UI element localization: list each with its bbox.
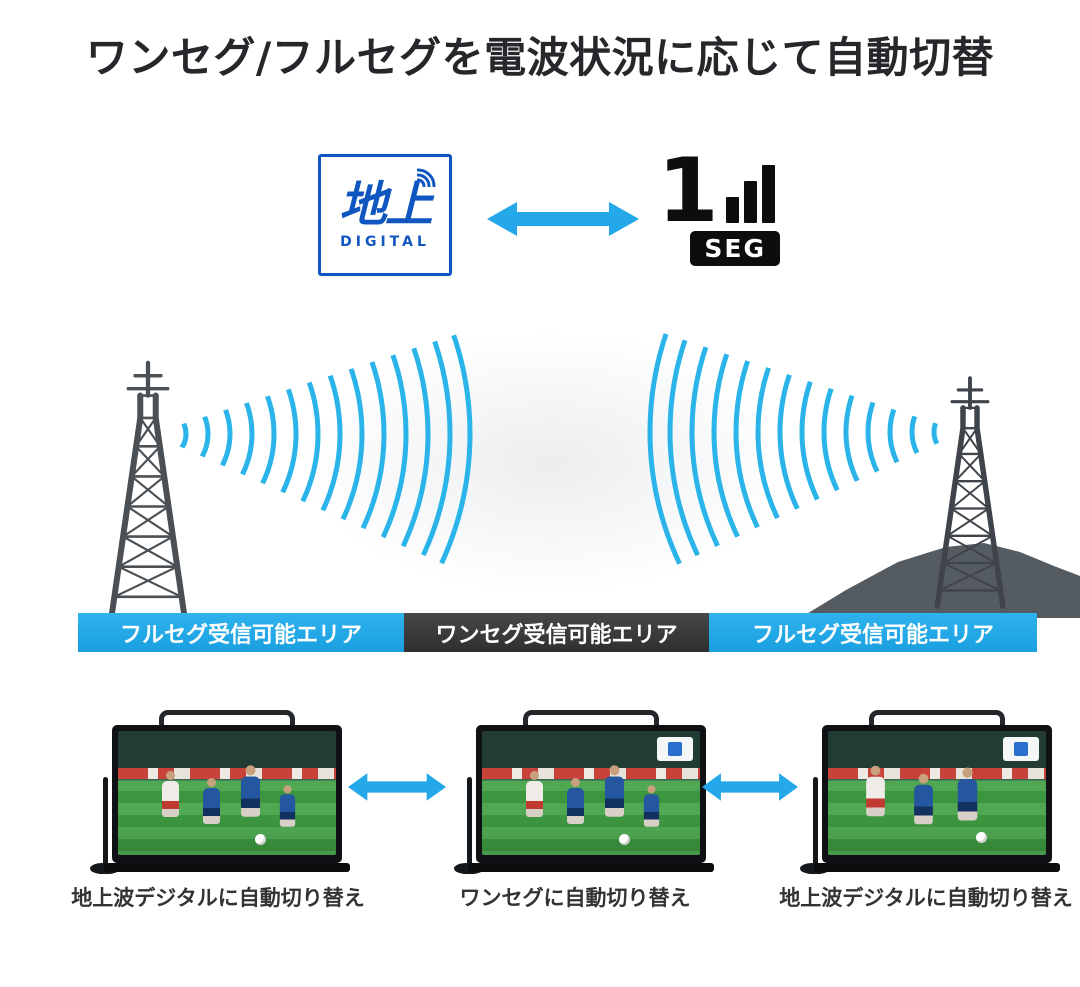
- player-figure: [644, 785, 660, 827]
- portable-tv-left: [88, 710, 350, 874]
- soccer-ball: [976, 831, 988, 843]
- page-title: ワンセグ/フルセグを電波状況に応じて自動切替: [85, 33, 995, 82]
- seg-label: SEG: [690, 231, 780, 267]
- bidirectional-arrow-icon: [702, 773, 798, 801]
- tv-stand: [814, 863, 1060, 872]
- player-figure: [866, 766, 886, 817]
- carry-handle: [158, 710, 296, 728]
- signal-bars-icon: [725, 165, 775, 226]
- reception-area-bands: フルセグ受信可能エリア ワンセグ受信可能エリア フルセグ受信可能エリア: [78, 613, 1037, 652]
- tv-body: [814, 710, 1060, 872]
- stadium-ad-board: [118, 768, 336, 780]
- tv-stand: [104, 863, 350, 872]
- oneseg-logo-row: 1: [657, 139, 775, 242]
- tv-caption-center: ワンセグに自動切り替え: [459, 886, 691, 910]
- tv-body: [104, 710, 350, 872]
- terrestrial-digital-logo: 地上 DIGITAL: [318, 154, 452, 276]
- soccer-pitch: [828, 779, 1046, 855]
- oneseg-logo: 1 SEG: [650, 139, 782, 267]
- bidirectional-arrow-icon: [348, 773, 446, 801]
- bidirectional-arrow-icon: [487, 202, 639, 236]
- player-figure: [605, 765, 625, 817]
- soccer-ball: [619, 834, 631, 846]
- tv-body: [468, 710, 714, 872]
- player-figure: [203, 778, 221, 825]
- tv-caption-right: 地上波デジタルに自動切り替え: [779, 886, 1073, 910]
- player-figure: [161, 771, 179, 817]
- tv-stand: [468, 863, 714, 872]
- player-figure: [567, 778, 585, 825]
- portable-tv-right: [798, 710, 1060, 874]
- tv-screen: [482, 731, 700, 855]
- player-figure: [241, 765, 261, 817]
- screen-indicator-badge: [657, 737, 693, 761]
- tv-bezel-chin: [118, 855, 336, 863]
- player-figure: [957, 767, 978, 821]
- coverage-scene: [0, 328, 1080, 618]
- soccer-pitch: [482, 779, 700, 855]
- area-band-fullseg-left: フルセグ受信可能エリア: [78, 613, 404, 652]
- soccer-ball: [255, 834, 267, 846]
- carry-handle: [868, 710, 1006, 728]
- radio-waves-left: [152, 328, 473, 584]
- player-figure: [914, 773, 934, 824]
- digital-logo-kanji: 地上: [338, 176, 433, 233]
- tv-screen: [828, 731, 1046, 855]
- broadcast-waves-icon: [417, 168, 436, 187]
- tv-bezel-chin: [482, 855, 700, 863]
- tv-bezel-chin: [828, 855, 1046, 863]
- soccer-pitch: [118, 779, 336, 855]
- player-figure: [525, 771, 543, 817]
- broadcast-tower-left: [112, 363, 184, 614]
- area-band-oneseg: ワンセグ受信可能エリア: [404, 613, 709, 652]
- tv-screen: [118, 731, 336, 855]
- stadium-ad-board: [482, 768, 700, 780]
- stadium-ad-board: [828, 768, 1046, 780]
- carry-handle: [522, 710, 660, 728]
- player-figure: [280, 785, 296, 827]
- screen-indicator-badge: [1003, 737, 1039, 761]
- area-band-fullseg-right: フルセグ受信可能エリア: [709, 613, 1037, 652]
- digital-logo-text: DIGITAL: [340, 233, 430, 250]
- portable-tv-center: [452, 710, 714, 874]
- tv-caption-left: 地上波デジタルに自動切り替え: [71, 886, 365, 910]
- oneseg-number: 1: [657, 139, 719, 242]
